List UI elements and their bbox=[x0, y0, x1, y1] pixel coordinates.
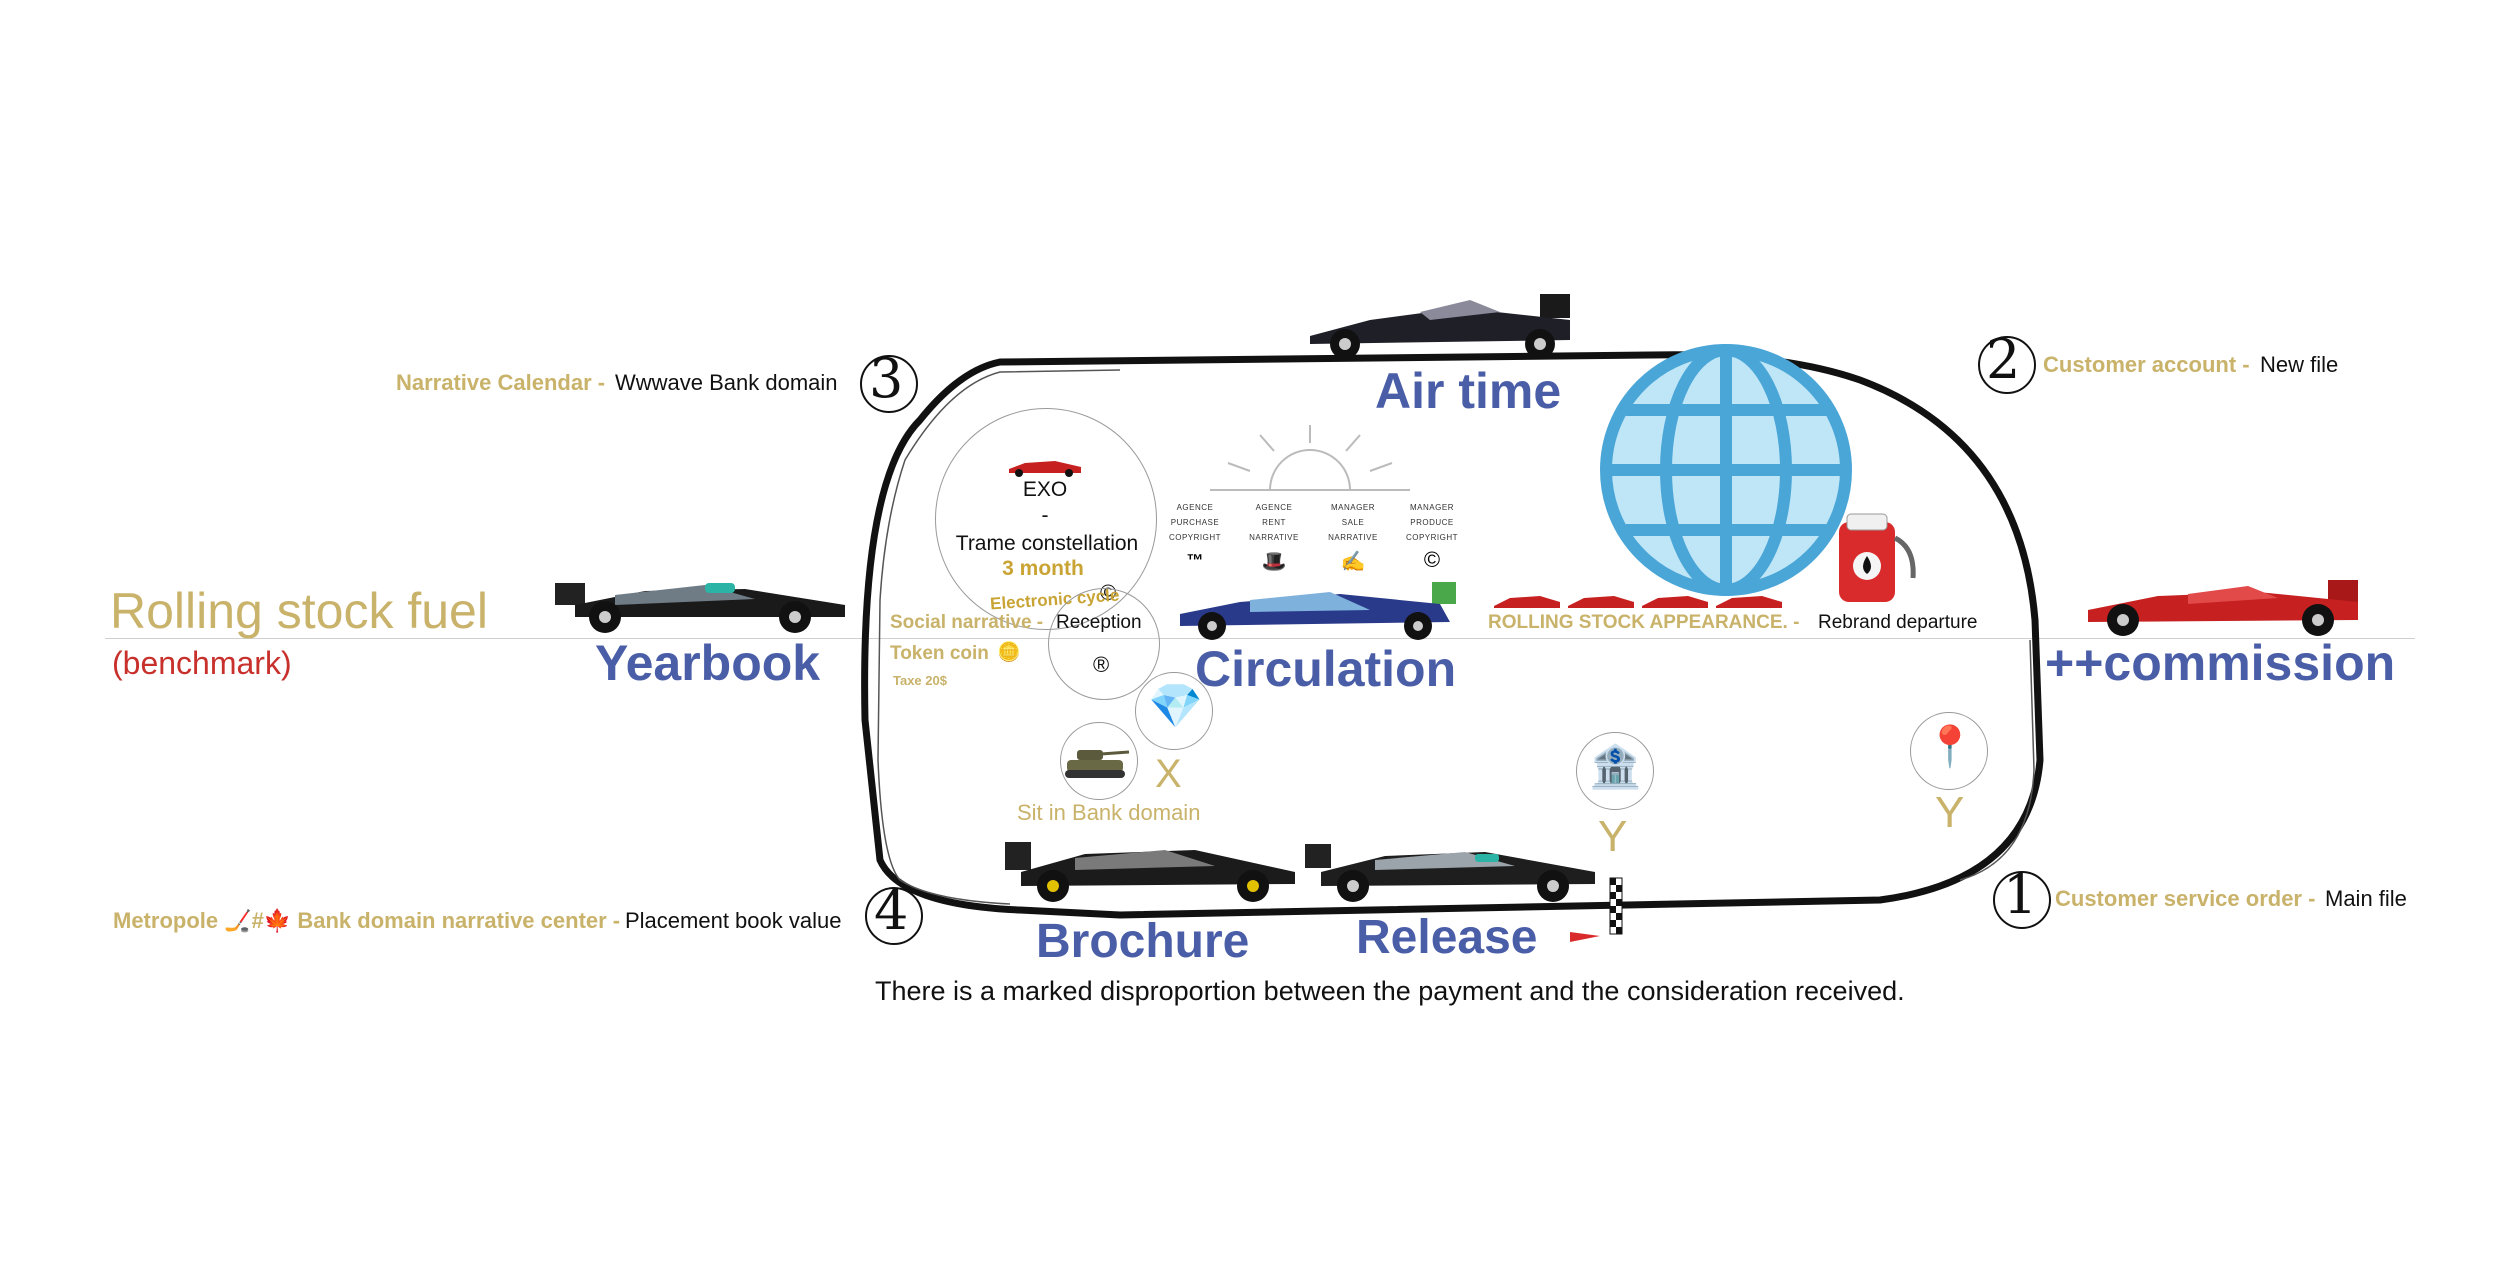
commission-label: ++commission bbox=[2045, 635, 2396, 691]
corner-2-circle bbox=[1978, 336, 2036, 394]
corner-1-circle bbox=[1993, 871, 2051, 929]
baseline-divider bbox=[105, 638, 2415, 639]
agency-3-line-3: NARRATIVE bbox=[1328, 533, 1378, 542]
tank-circle bbox=[1060, 722, 1138, 800]
corner-3-value: Wwwave Bank domain bbox=[615, 370, 838, 395]
reception-value: Reception bbox=[1056, 612, 1142, 633]
bank-circle bbox=[1576, 732, 1654, 810]
corner-4-number: 4 bbox=[874, 879, 909, 942]
tank-x-letter: X bbox=[1155, 752, 1182, 796]
agency-4-line-1: MANAGER bbox=[1410, 503, 1454, 512]
corner-3-number: 3 bbox=[869, 347, 904, 410]
reception-circle bbox=[1048, 588, 1160, 700]
corner-2-value: New file bbox=[2260, 352, 2339, 377]
bank-icon: 🏦 bbox=[1589, 743, 1642, 790]
agency-column-2: AGENCE RENT NARRATIVE 🎩 bbox=[1244, 500, 1304, 574]
corner-3-label: Narrative Calendar - bbox=[396, 370, 606, 395]
top-hat-icon: 🎩 bbox=[1261, 551, 1287, 573]
agency-2-line-1: AGENCE bbox=[1255, 503, 1293, 512]
race-car-top-icon bbox=[1310, 294, 1570, 359]
agency-1-line-3: COPYRIGHT bbox=[1168, 533, 1222, 542]
race-car-center-icon bbox=[1180, 582, 1456, 640]
corner-4-circle bbox=[865, 887, 923, 945]
corner-1-label: Customer service order - bbox=[2055, 886, 2316, 911]
race-car-release-icon bbox=[1305, 844, 1595, 902]
agency-column-4: MANAGER PRODUCE COPYRIGHT © bbox=[1402, 500, 1462, 573]
writing-hand-icon: ✍️ bbox=[1340, 551, 1366, 573]
exo-car-icon bbox=[1009, 461, 1081, 477]
race-car-right-icon bbox=[2088, 580, 2358, 636]
registered-mark: ® bbox=[1093, 652, 1110, 677]
agency-2-line-3: NARRATIVE bbox=[1249, 533, 1299, 542]
sunrise-icon bbox=[1210, 425, 1410, 491]
fuel-pump-icon bbox=[1839, 513, 1916, 602]
agency-3-line-2: SALE bbox=[1341, 518, 1365, 527]
circulation-label: Circulation bbox=[1195, 641, 1457, 697]
trame-constellation-label: Trame constellation bbox=[955, 532, 1139, 555]
exo-title: EXO bbox=[1022, 478, 1068, 501]
agency-3-line-1: MANAGER bbox=[1331, 503, 1375, 512]
corner-2-label: Customer account - bbox=[2043, 352, 2250, 377]
benchmark-subtitle: (benchmark) bbox=[112, 645, 292, 681]
pin-circle bbox=[1910, 712, 1988, 790]
corner-3-circle bbox=[860, 355, 918, 413]
rebrand-departure-value: Rebrand departure bbox=[1818, 612, 1978, 633]
agency-4-line-3: COPYRIGHT bbox=[1405, 533, 1459, 542]
copyright-symbol: © bbox=[1423, 547, 1441, 572]
corner-2-number: 2 bbox=[1986, 328, 2021, 391]
rolling-stock-fuel-title: Rolling stock fuel bbox=[110, 583, 488, 639]
rolling-stock-appearance-label: ROLLING STOCK APPEARANCE. - bbox=[1488, 612, 1800, 633]
tank-icon bbox=[1065, 750, 1130, 778]
chequered-flag-icon bbox=[1609, 877, 1623, 935]
corner-4-label: Metropole 🏒#🍁 Bank domain narrative cent… bbox=[113, 908, 621, 933]
track-inner-right bbox=[1959, 639, 2035, 881]
race-car-left-icon bbox=[555, 583, 845, 633]
air-time-label: Air time bbox=[1375, 363, 1562, 419]
agency-1-line-2: PURCHASE bbox=[1170, 518, 1220, 527]
pin-icon: 📍 bbox=[1925, 725, 1975, 769]
gem-icon: 💎 bbox=[1148, 682, 1203, 731]
bank-y-letter: Y bbox=[1598, 812, 1628, 861]
yearbook-label: Yearbook bbox=[595, 635, 821, 691]
small-cars-row-icon bbox=[1494, 596, 1782, 608]
exo-circle bbox=[935, 408, 1157, 630]
corner-1-value: Main file bbox=[2325, 886, 2407, 911]
tax-label: Taxe 20$ bbox=[893, 673, 947, 688]
corner-4-value: Placement book value bbox=[625, 908, 842, 933]
red-flag-icon bbox=[1570, 932, 1600, 942]
agency-1-line-1: AGENCE bbox=[1176, 503, 1214, 512]
agency-4-line-2: PRODUCE bbox=[1410, 518, 1454, 527]
coin-icon: 🪙 bbox=[997, 642, 1021, 663]
brochure-label: Brochure bbox=[1036, 915, 1250, 968]
token-coin-label: Token coin bbox=[890, 643, 989, 664]
trademark-symbol: ™ bbox=[1186, 551, 1204, 570]
three-month-label: 3 month bbox=[1002, 557, 1084, 580]
pin-y-letter: Y bbox=[1935, 788, 1965, 837]
footer-statement: There is a marked disproportion between … bbox=[875, 976, 1905, 1006]
track-outer bbox=[861, 351, 2044, 919]
agency-column-1: AGENCE PURCHASE COPYRIGHT ™ bbox=[1165, 500, 1225, 571]
sit-in-bank-domain-label: Sit in Bank domain bbox=[1017, 800, 1201, 825]
corner-1-number: 1 bbox=[2003, 863, 2038, 926]
release-label: Release bbox=[1356, 911, 1538, 964]
globe-icon bbox=[1600, 344, 1852, 596]
track-inner bbox=[877, 369, 1121, 905]
agency-2-line-2: RENT bbox=[1262, 518, 1286, 527]
race-car-brochure-icon bbox=[1005, 842, 1295, 902]
exo-dash: - bbox=[1041, 504, 1049, 527]
agency-column-3: MANAGER SALE NARRATIVE ✍️ bbox=[1323, 500, 1383, 574]
social-narrative-label: Social narrative - bbox=[890, 612, 1044, 633]
gem-circle bbox=[1135, 672, 1213, 750]
